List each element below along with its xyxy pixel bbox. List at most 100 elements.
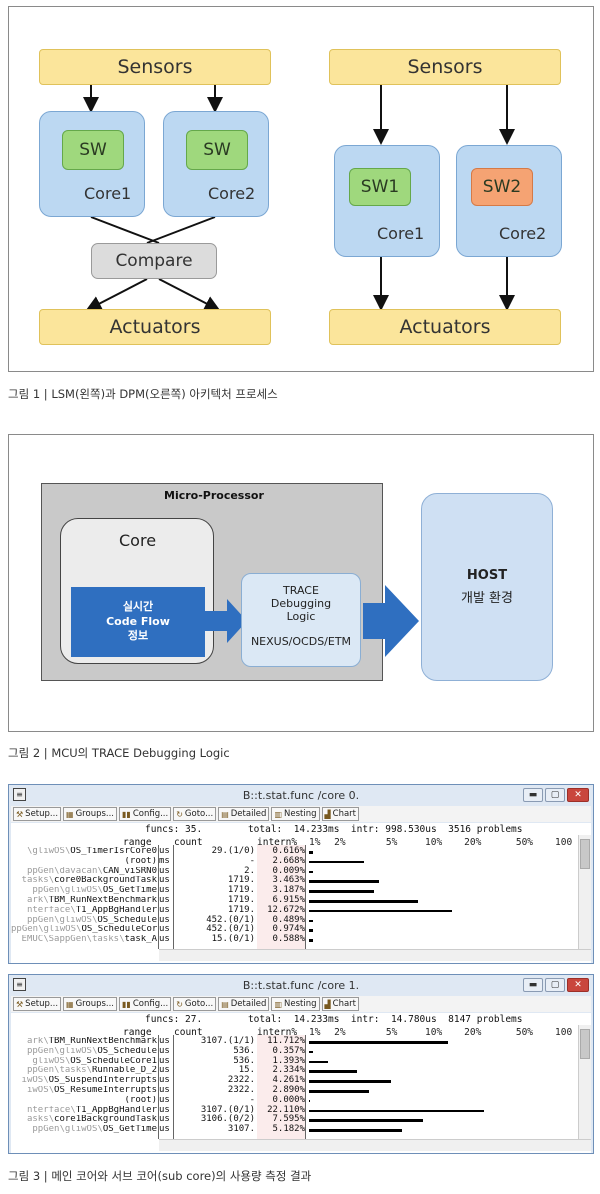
function-name: ppGen\gliwOS\OS_Schedule <box>11 916 157 925</box>
count: 3107. <box>227 1124 255 1135</box>
realtime-codeflow-box: 실시간 Code Flow 정보 <box>71 587 205 657</box>
usage-bar <box>309 1109 484 1113</box>
count: 15. <box>238 1065 255 1076</box>
scale-header: 1%2%5%10%20%50%100 <box>11 837 591 848</box>
goto-label: Goto... <box>184 999 214 1009</box>
chart-button[interactable]: ▟Chart <box>321 807 360 821</box>
function-path: ppGen\gliwOS\ <box>11 925 82 935</box>
col-divider <box>158 845 159 949</box>
function-name: ark\TBM_RunNextBenchmark <box>11 896 157 905</box>
scrollbar-thumb[interactable] <box>580 839 590 869</box>
groups-button[interactable]: ▦Groups... <box>63 807 118 821</box>
vertical-scrollbar[interactable] <box>578 835 591 949</box>
count: 15.(0/1) <box>211 934 255 945</box>
count: 1719. <box>227 895 255 905</box>
realtime-line3: 정보 <box>127 629 149 643</box>
usage-bar <box>309 929 313 932</box>
pct-column-bg <box>257 845 305 949</box>
nesting-button[interactable]: ▥Nesting <box>271 997 320 1011</box>
window-toolbar: ⚒Setup... ▦Groups... ▮▮Config... ↻Goto..… <box>11 806 591 822</box>
dpm-sw2: SW2 <box>471 168 533 206</box>
intern-pct: 3.463% <box>272 875 305 886</box>
count: 452.(0/1) <box>206 914 255 925</box>
setup-button[interactable]: ⚒Setup... <box>13 997 62 1011</box>
minimize-button[interactable]: ▬ <box>523 978 543 992</box>
window-title: B::t.stat.func /core 1. <box>242 979 360 992</box>
function-path: ark\ <box>26 1037 49 1046</box>
lsm-core1-label: Core1 <box>84 184 132 203</box>
usage-bar <box>309 1129 402 1132</box>
maximize-button[interactable]: ▢ <box>545 978 565 992</box>
scale-tick-label: 10% <box>425 837 443 848</box>
count: 1719. <box>227 885 255 896</box>
function-name: tasks\core0BackgroundTask <box>11 876 157 885</box>
intern-pct: 3.187% <box>272 885 305 896</box>
table-row[interactable]: (root)ms-2.668% <box>11 856 591 866</box>
usage-bar <box>309 1060 328 1064</box>
function-name: gliwOS\OS_ScheduleCore1 <box>11 1057 157 1066</box>
setup-button[interactable]: ⚒Setup... <box>13 807 62 821</box>
config-label: Config... <box>132 999 169 1009</box>
count: 2322. <box>227 1085 255 1095</box>
config-button[interactable]: ▮▮Config... <box>119 997 172 1011</box>
intern-pct: 1.393% <box>272 1055 305 1066</box>
config-button[interactable]: ▮▮Config... <box>119 807 172 821</box>
detailed-label: Detailed <box>230 809 267 819</box>
groups-button[interactable]: ▦Groups... <box>63 997 118 1011</box>
vertical-scrollbar[interactable] <box>578 1025 591 1139</box>
detailed-button[interactable]: ▤Detailed <box>218 807 270 821</box>
function-label: CAN_viSRN0 <box>102 866 157 876</box>
goto-button[interactable]: ↻Goto... <box>173 807 217 821</box>
function-path: ppGen\gliwOS\ <box>32 1125 103 1135</box>
count: 3106.(0/2) <box>200 1114 255 1125</box>
detailed-button[interactable]: ▤Detailed <box>218 997 270 1011</box>
minimize-button[interactable]: ▬ <box>523 788 543 802</box>
chart-button[interactable]: ▟Chart <box>321 997 360 1011</box>
goto-button[interactable]: ↻Goto... <box>173 997 217 1011</box>
unit: us <box>159 1124 170 1135</box>
scale-tick-label: 2% <box>334 1027 346 1038</box>
groups-label: Groups... <box>75 809 115 819</box>
intern-pct: 7.595% <box>272 1114 305 1125</box>
scrollbar-thumb[interactable] <box>580 1029 590 1059</box>
unit: us <box>159 934 170 945</box>
table-row[interactable]: (root)us-0.000% <box>11 1095 591 1105</box>
function-label: OS_ScheduleCore1 <box>70 1056 157 1066</box>
figure-1-frame: Sensors SW Core1 SW Core2 Compare Actuat… <box>8 6 594 372</box>
scale-tick-label: 20% <box>464 1027 482 1038</box>
close-button[interactable]: ✕ <box>567 978 589 992</box>
scale-tick-label: 100 <box>555 837 573 848</box>
micro-processor-title: Micro-Processor <box>164 489 264 502</box>
horizontal-scrollbar[interactable] <box>159 1139 591 1151</box>
usage-bar <box>309 851 313 854</box>
function-path: iwOS\ <box>26 1086 55 1095</box>
usage-bar <box>309 1050 313 1054</box>
close-button[interactable]: ✕ <box>567 788 589 802</box>
function-label: OS_Schedule <box>97 915 157 925</box>
table-row[interactable]: ppGen\gliwOS\OS_ScheduleCore0us452.(0/1)… <box>11 925 591 934</box>
usage-bar <box>309 1099 310 1103</box>
function-name: (root) <box>11 1096 157 1105</box>
scale-tick-label: 5% <box>385 837 398 848</box>
maximize-button[interactable]: ▢ <box>545 788 565 802</box>
unit: us <box>159 1114 170 1125</box>
nesting-button[interactable]: ▥Nesting <box>271 807 320 821</box>
horizontal-scrollbar[interactable] <box>159 949 591 961</box>
